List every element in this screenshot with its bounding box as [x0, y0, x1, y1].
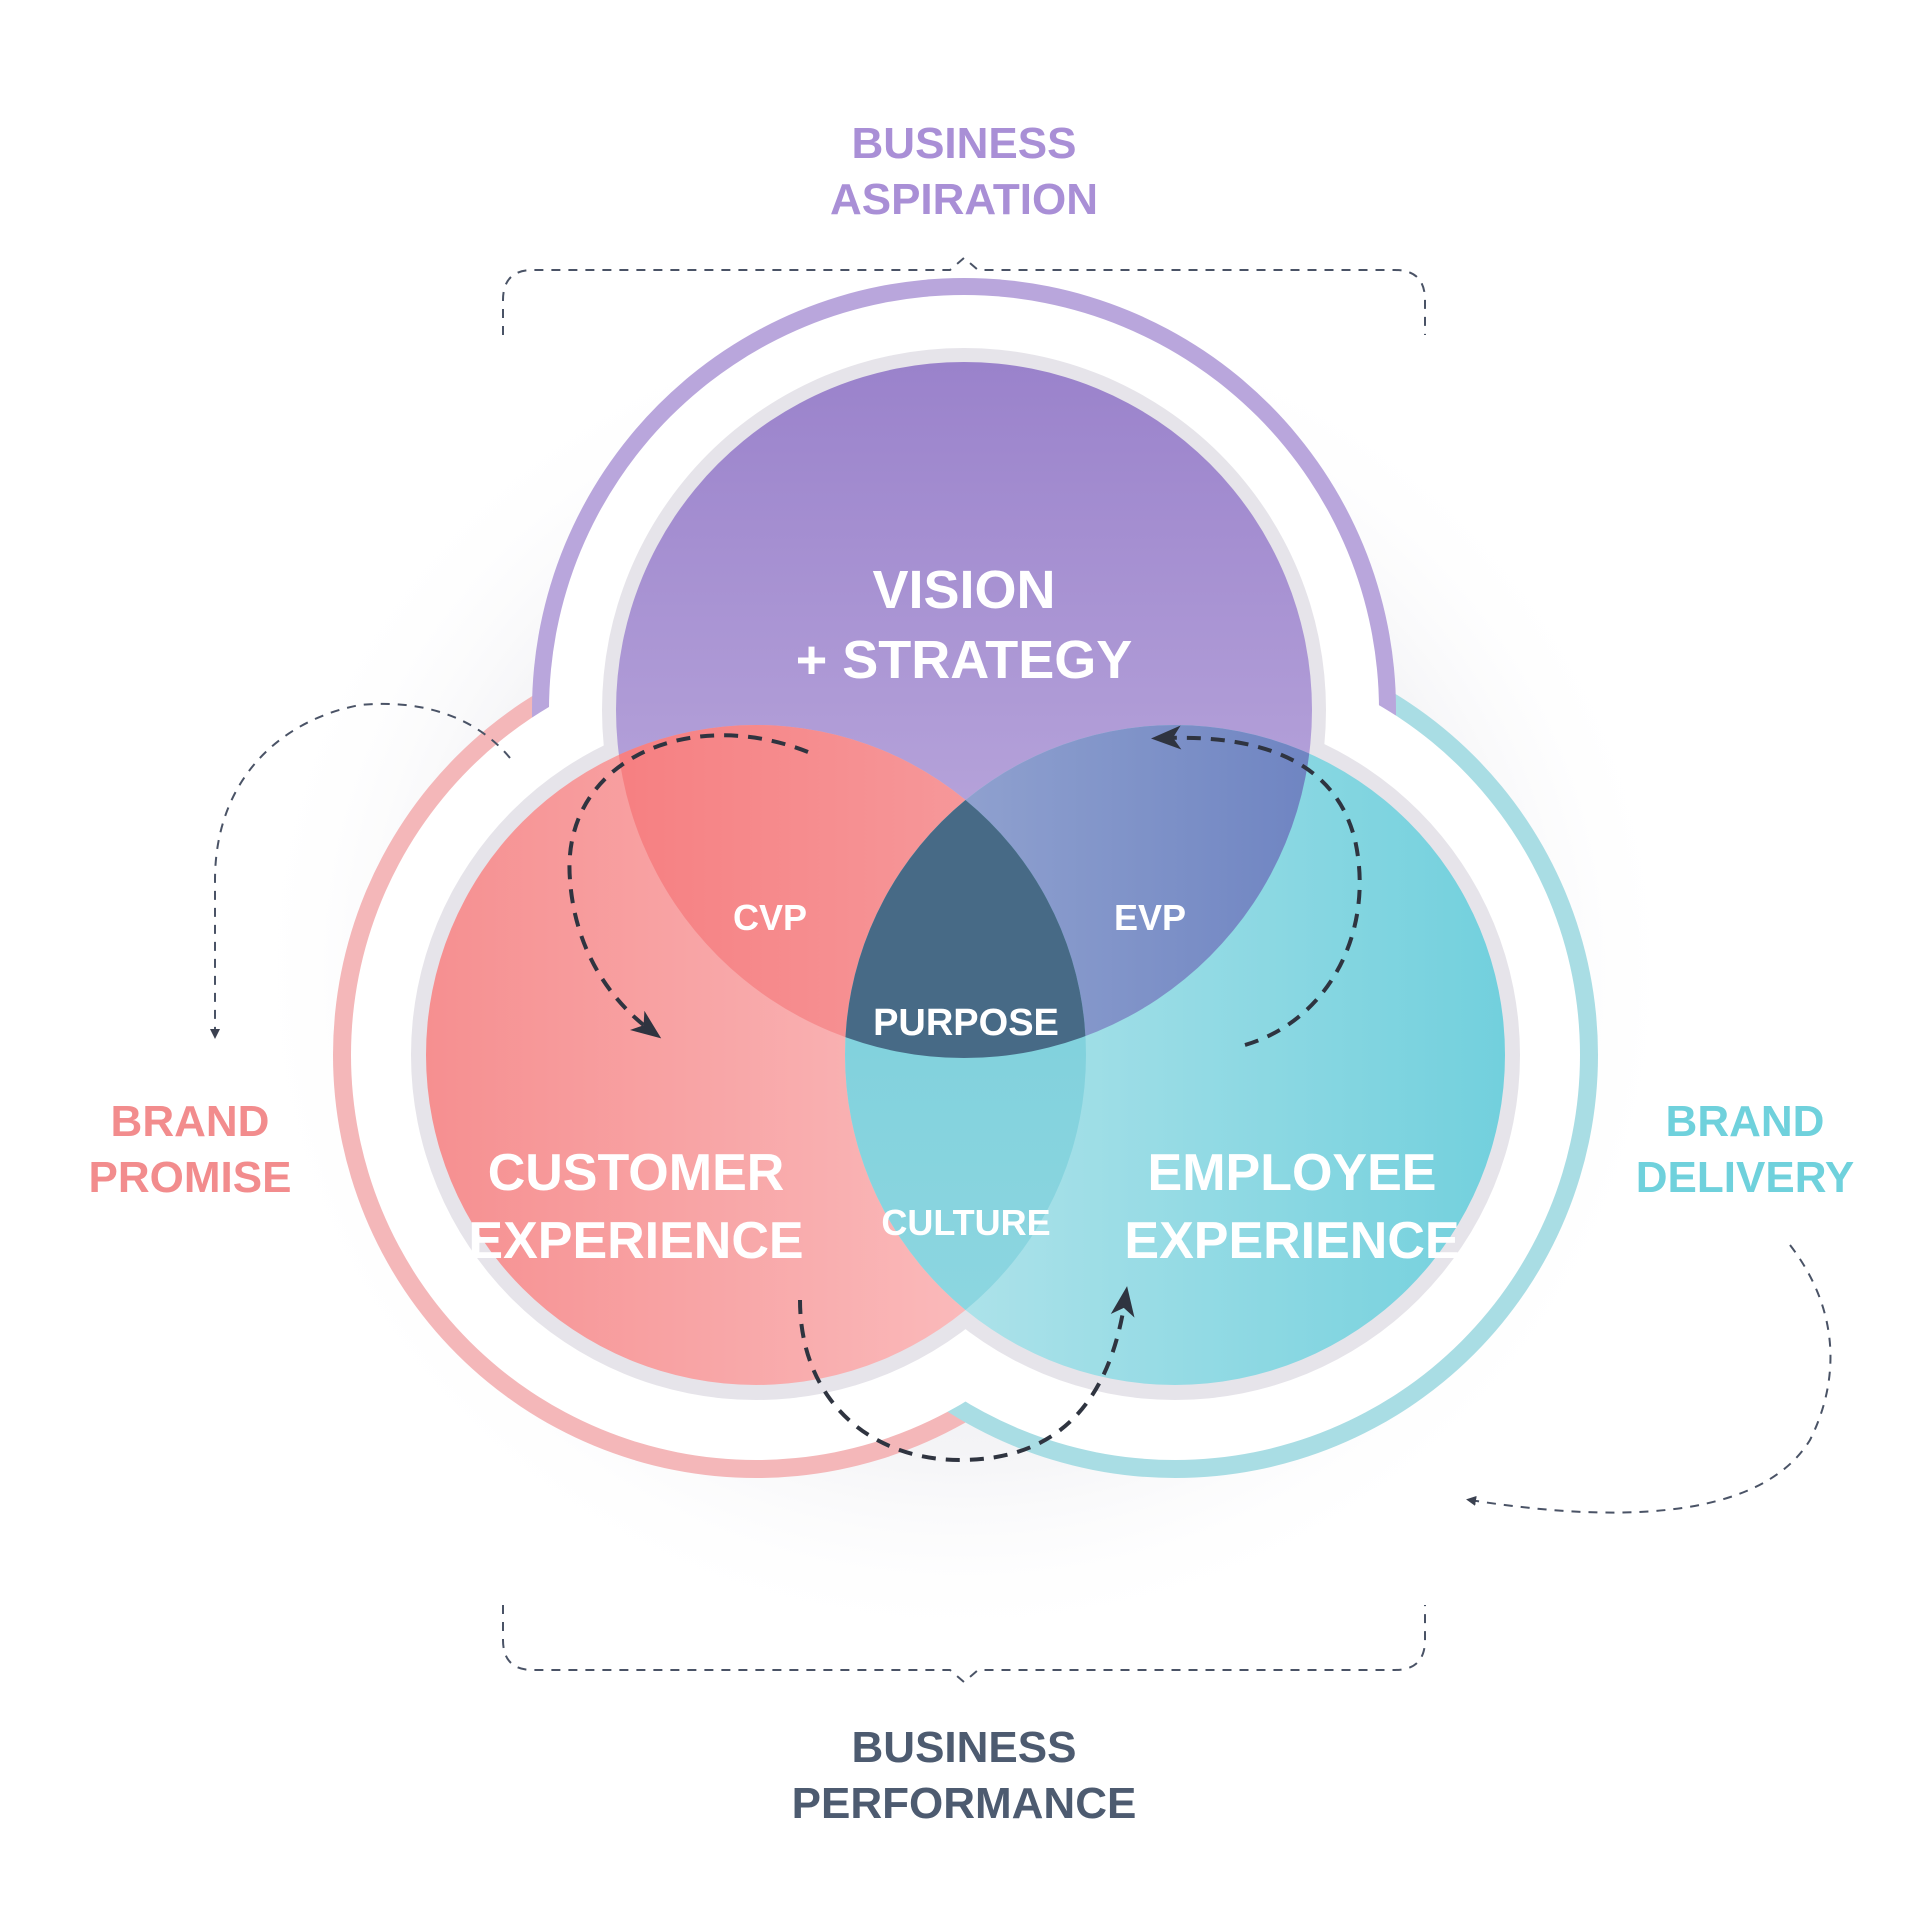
arrow-to-vision — [1151, 725, 1362, 1047]
cvp-label: CVP — [733, 897, 807, 938]
bottom-label-line2: PERFORMANCE — [792, 1779, 1137, 1828]
top-label-line2: ASPIRATION — [830, 175, 1098, 224]
arrow-to-employee — [798, 1286, 1135, 1463]
right-label-line1: BRAND — [1666, 1097, 1825, 1146]
outside-labels: BUSINESS ASPIRATION BUSINESS PERFORMANCE… — [89, 119, 1855, 1828]
circle-labels: VISION + STRATEGY CUSTOMER EXPERIENCE EM… — [468, 560, 1459, 1270]
outer-brackets — [210, 256, 1832, 1684]
top-bracket — [502, 256, 1426, 335]
bottom-label-line1: BUSINESS — [852, 1723, 1077, 1772]
cycle-arrows — [567, 725, 1362, 1463]
vision-label-line2: + STRATEGY — [796, 630, 1133, 690]
right-label-line2: DELIVERY — [1636, 1153, 1854, 1202]
right-curve-arrow — [1466, 1244, 1832, 1514]
purpose-label: PURPOSE — [873, 1002, 1059, 1044]
vision-label-line1: VISION — [872, 560, 1055, 620]
top-label-line1: BUSINESS — [852, 119, 1077, 168]
bottom-bracket — [502, 1605, 1426, 1684]
purpose-region — [845, 725, 1086, 1058]
customer-label-line2: EXPERIENCE — [468, 1212, 803, 1270]
left-label-line1: BRAND — [111, 1097, 270, 1146]
arrow-to-customer — [567, 733, 809, 1039]
customer-label-line1: CUSTOMER — [488, 1144, 785, 1202]
employee-label-line2: EXPERIENCE — [1124, 1212, 1459, 1270]
left-label-line2: PROMISE — [89, 1153, 292, 1202]
employee-label-line1: EMPLOYEE — [1148, 1144, 1437, 1202]
culture-label: CULTURE — [881, 1202, 1050, 1243]
evp-label: EVP — [1114, 897, 1186, 938]
venn-circles — [426, 362, 1505, 1385]
